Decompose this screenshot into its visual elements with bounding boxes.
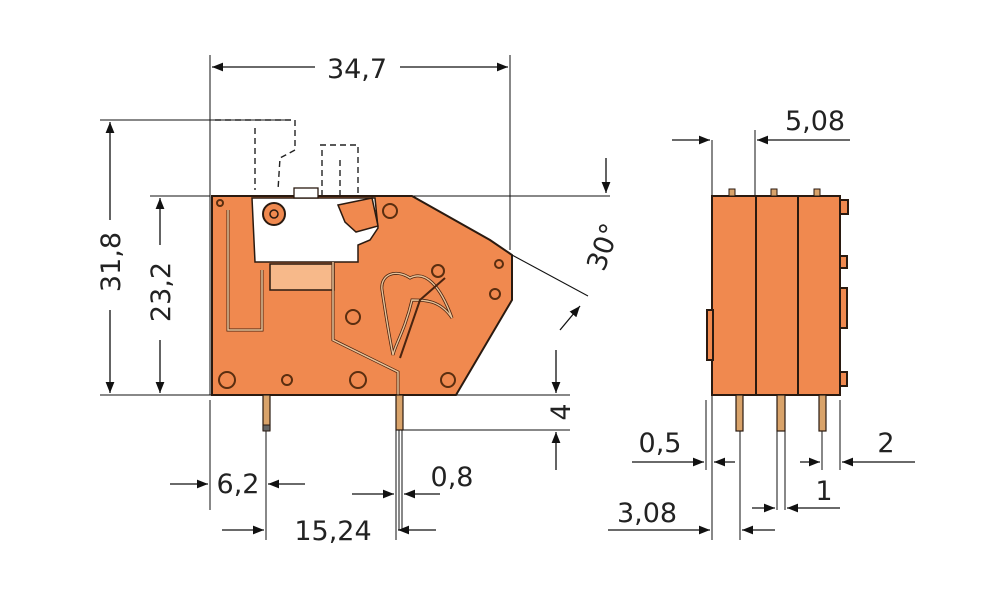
dim-pin-length: 4 bbox=[546, 403, 577, 420]
front-view: 5,08 0,5 3,08 1 2 bbox=[608, 106, 915, 540]
side-view: 34,7 31,8 23,2 30° 4 6,2 0,8 15,24 bbox=[96, 54, 627, 547]
dim-body-height: 23,2 bbox=[146, 262, 177, 322]
dim-angle: 30° bbox=[581, 219, 626, 275]
dim-overall-height: 31,8 bbox=[96, 232, 127, 292]
dim-pin-spacing: 15,24 bbox=[294, 516, 371, 547]
housing-front-3 bbox=[797, 195, 841, 396]
dim-pin-offset: 6,2 bbox=[217, 469, 260, 500]
dim-pin-thickness: 0,8 bbox=[431, 462, 474, 493]
housing-front-1 bbox=[711, 195, 757, 396]
dim-overall-width: 34,7 bbox=[327, 54, 387, 85]
dim-end-offset: 2 bbox=[877, 428, 894, 459]
screw-icon bbox=[262, 202, 286, 226]
dim-edge-gap: 0,5 bbox=[639, 428, 682, 459]
pin-right bbox=[395, 394, 404, 431]
dim-pitch: 5,08 bbox=[785, 106, 845, 137]
housing-front-2 bbox=[755, 195, 799, 396]
dim-first-pin: 3,08 bbox=[617, 498, 677, 529]
dim-pin-width: 1 bbox=[815, 476, 832, 507]
